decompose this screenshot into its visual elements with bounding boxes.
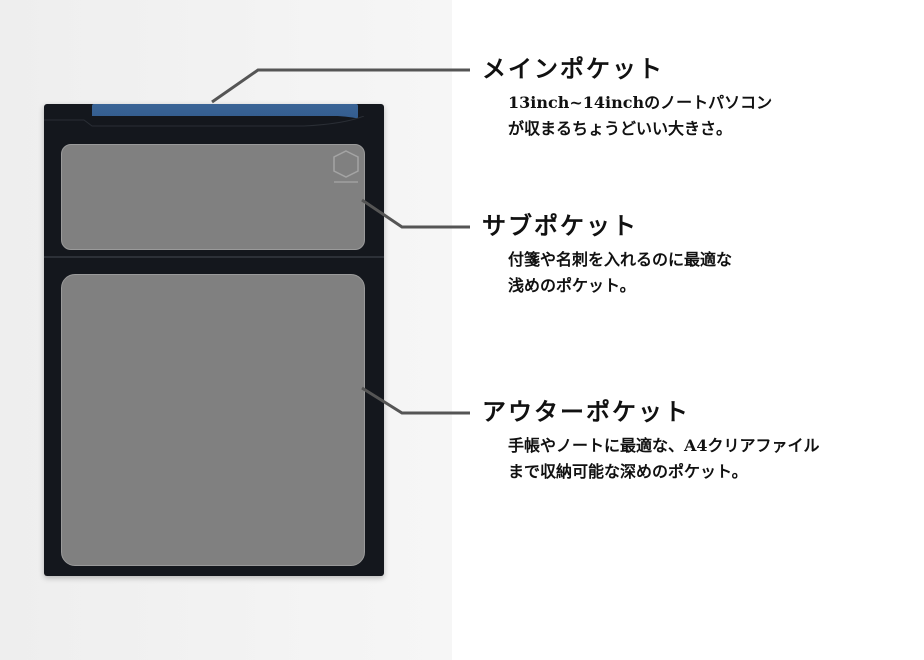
outer-pocket-leader-line <box>361 386 470 415</box>
outer-pocket-callout: アウターポケット 手帳やノートに最適な、A4クリアファイル まで収納可能な深めの… <box>482 397 820 485</box>
main-pocket-desc-line2: が収まるちょうどいい大きさ。 <box>508 119 733 138</box>
outer-pocket-description: 手帳やノートに最適な、A4クリアファイル まで収納可能な深めのポケット。 <box>508 433 820 485</box>
outer-pocket <box>61 274 365 566</box>
main-pocket-title: メインポケット <box>482 54 664 83</box>
sub-pocket-title: サブポケット <box>482 211 638 240</box>
outer-pocket-title: アウターポケット <box>482 397 690 426</box>
pocket-divider-seam <box>44 256 384 258</box>
main-pocket-callout: メインポケット 13inch~14inchのノートパソコン が収まるちょうどいい… <box>482 54 772 142</box>
main-pocket-desc-line1: 13inch~14inchのノートパソコン <box>508 93 773 112</box>
outer-pocket-desc-line1: 手帳やノートに最適な、A4クリアファイル <box>508 436 820 455</box>
sub-pocket-description: 付箋や名刺を入れるのに最適な 浅めのポケット。 <box>508 247 732 299</box>
main-pocket-leader-line <box>211 68 470 104</box>
main-pocket-description: 13inch~14inchのノートパソコン が収まるちょうどいい大きさ。 <box>508 90 772 142</box>
sub-pocket <box>61 144 365 250</box>
sub-pocket-desc-line1: 付箋や名刺を入れるのに最適な <box>508 250 733 269</box>
brand-hexagon-logo-icon <box>333 150 359 183</box>
sub-pocket-callout: サブポケット 付箋や名刺を入れるのに最適な 浅めのポケット。 <box>482 211 732 299</box>
sub-pocket-desc-line2: 浅めのポケット。 <box>508 276 636 295</box>
outer-pocket-desc-line2: まで収納可能な深めのポケット。 <box>508 462 748 481</box>
sub-pocket-leader-line <box>361 198 470 229</box>
